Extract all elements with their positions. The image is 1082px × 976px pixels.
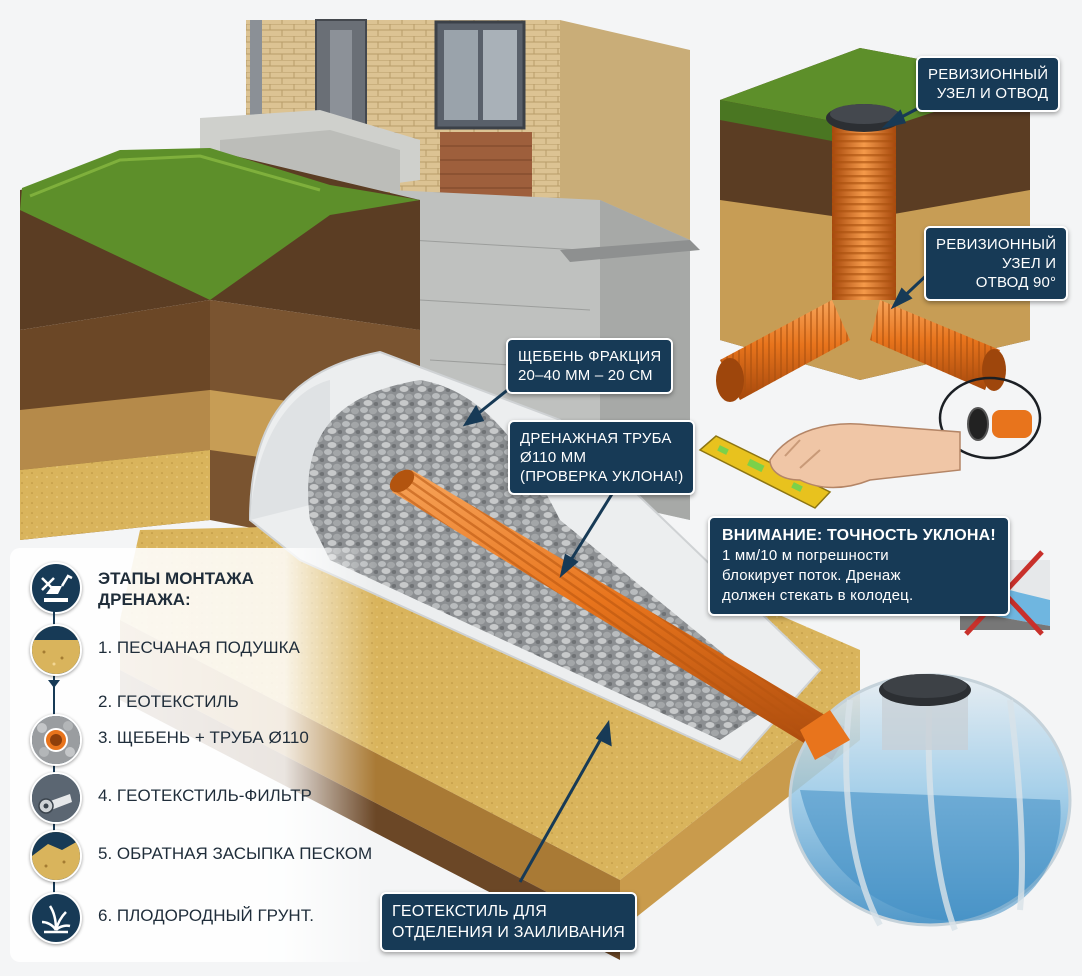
steps-header: ЭТАПЫ МОНТАЖА ДРЕНАЖА:: [10, 562, 376, 614]
callout-inspection-top: РЕВИЗИОННЫЙ УЗЕЛ И ОТВОД: [916, 56, 1061, 112]
warning-title: ВНИМАНИЕ: ТОЧНОСТЬ УКЛОНА!: [722, 527, 996, 544]
warning-line: блокирует поток. Дренаж: [722, 567, 901, 584]
fabric-roll-icon: [30, 772, 82, 824]
step-1: 1. ПЕСЧАНАЯ ПОДУШКА: [10, 624, 376, 676]
callout-line: ОТВОД 90°: [975, 274, 1057, 291]
warning-line: 1 мм/10 м погрешности: [722, 547, 889, 564]
gravel-pipe-icon: [30, 714, 82, 766]
callout-crushed-stone: ЩЕБЕНЬ ФРАКЦИЯ 20–40 ММ – 20 СМ: [506, 338, 674, 394]
sand-layer-icon: [30, 624, 82, 676]
step-label: 2. ГЕОТЕКСТИЛЬ: [98, 692, 239, 711]
steps-title: ЭТАПЫ МОНТАЖА ДРЕНАЖА:: [98, 568, 254, 610]
drain-pipe: [389, 469, 850, 760]
callout-line: ОТДЕЛЕНИЯ И ЗАИЛИВАНИЯ: [392, 924, 626, 941]
installation-steps-panel: ЭТАПЫ МОНТАЖА ДРЕНАЖА: 1. ПЕСЧАНАЯ ПОДУШ…: [10, 548, 376, 962]
step-2: 2. ГЕОТЕКСТИЛЬ: [10, 678, 376, 730]
grass-sprout-icon: [30, 892, 82, 944]
callout-line: (ПРОВЕРКА УКЛОНА!): [520, 468, 684, 485]
step-label: 4. ГЕОТЕКСТИЛЬ-ФИЛЬТР: [98, 786, 312, 805]
callout-line: УЗЕЛ И: [1001, 255, 1057, 272]
step-label: 1. ПЕСЧАНАЯ ПОДУШКА: [98, 638, 300, 657]
callout-line: РЕВИЗИОННЫЙ: [928, 66, 1049, 83]
callout-line: ЩЕБЕНЬ ФРАКЦИЯ: [518, 348, 662, 365]
step-5: 5. ОБРАТНАЯ ЗАСЫПКА ПЕСКОМ: [10, 830, 376, 882]
excavator-icon: [30, 562, 82, 614]
sand-backfill-icon: [30, 830, 82, 882]
step-6: 6. ПЛОДОРОДНЫЙ ГРУНТ.: [10, 892, 376, 944]
callout-line: УЗЕЛ И ОТВОД: [936, 85, 1049, 102]
callout-line: Ø110 ММ: [520, 449, 587, 466]
callout-line: ДРЕНАЖНАЯ ТРУБА: [520, 430, 672, 447]
steps-title-line: ЭТАПЫ МОНТАЖА: [98, 569, 254, 588]
step-label: 5. ОБРАТНАЯ ЗАСЫПКА ПЕСКОМ: [98, 844, 373, 863]
callout-drain-pipe: ДРЕНАЖНАЯ ТРУБА Ø110 ММ (ПРОВЕРКА УКЛОНА…: [508, 420, 696, 495]
slope-warning-box: ВНИМАНИЕ: ТОЧНОСТЬ УКЛОНА! 1 мм/10 м пог…: [708, 516, 1010, 616]
steps-title-line: ДРЕНАЖА:: [98, 590, 191, 609]
callout-line: РЕВИЗИОННЫЙ: [936, 236, 1057, 253]
callout-inspection-90: РЕВИЗИОННЫЙ УЗЕЛ И ОТВОД 90°: [924, 226, 1069, 301]
step-3: 3. ЩЕБЕНЬ + ТРУБА Ø110: [10, 714, 376, 766]
inspection-tank: [788, 673, 1072, 932]
step-label: 3. ЩЕБЕНЬ + ТРУБА Ø110: [98, 728, 309, 747]
step-label: 6. ПЛОДОРОДНЫЙ ГРУНТ.: [98, 906, 314, 925]
callout-line: 20–40 ММ – 20 СМ: [518, 367, 653, 384]
callout-geotextile: ГЕОТЕКСТИЛЬ ДЛЯ ОТДЕЛЕНИЯ И ЗАИЛИВАНИЯ: [380, 892, 638, 952]
spirit-level: [698, 423, 961, 509]
step-4: 4. ГЕОТЕКСТИЛЬ-ФИЛЬТР: [10, 772, 376, 824]
callout-line: ГЕОТЕКСТИЛЬ ДЛЯ: [392, 903, 547, 920]
warning-line: должен стекать в колодец.: [722, 587, 914, 604]
